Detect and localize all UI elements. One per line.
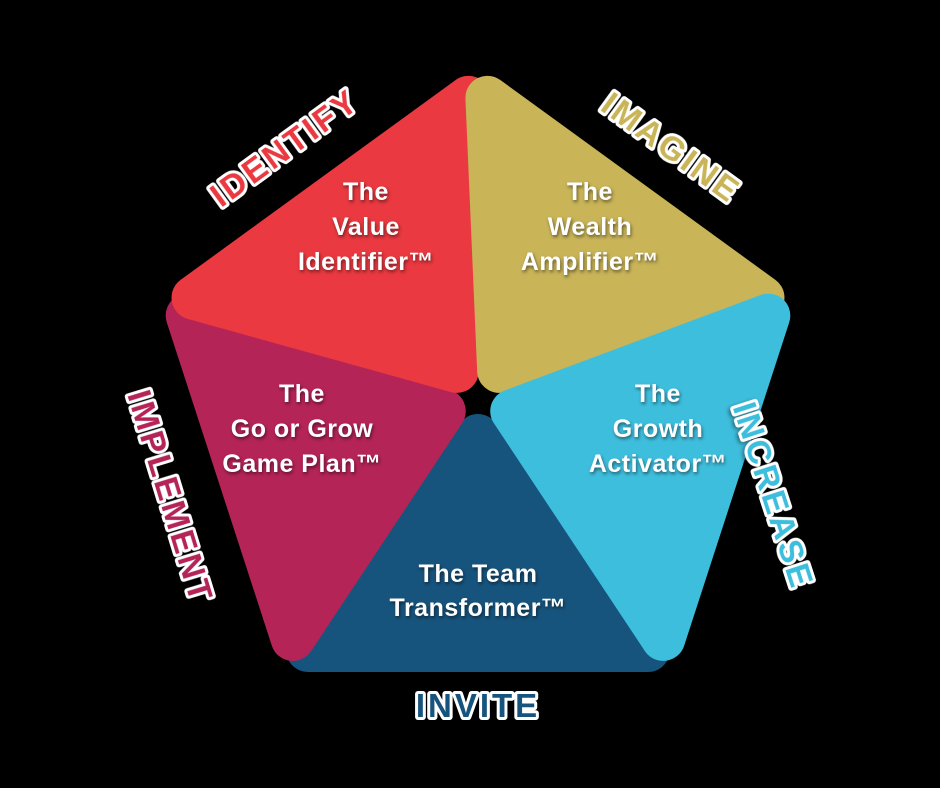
invite-triangle	[286, 414, 670, 672]
identify-card-text: The Value Identifier™	[298, 178, 434, 276]
invite-line-2: Transformer™	[390, 594, 567, 622]
imagine-line-2: Wealth	[548, 213, 633, 241]
invite-card-text: The Team Transformer™	[390, 560, 567, 622]
invite-line-1: The Team	[419, 560, 538, 588]
identify-line-3: Identifier™	[298, 248, 434, 276]
increase-triangle	[490, 293, 791, 661]
increase-line-1: The	[635, 380, 681, 408]
identify-triangle	[171, 75, 491, 393]
invite-label: INVITE	[416, 687, 540, 724]
implement-card-text: The Go or Grow Game Plan™	[222, 380, 381, 478]
identify-line-1: The	[343, 178, 389, 206]
imagine-line-3: Amplifier™	[521, 248, 659, 276]
implement-line-1: The	[279, 380, 325, 408]
implement-line-3: Game Plan™	[222, 450, 381, 478]
imagine-card-text: The Wealth Amplifier™	[521, 178, 659, 276]
increase-line-3: Activator™	[589, 450, 727, 478]
imagine-line-1: The	[567, 178, 613, 206]
imagine-triangle	[465, 75, 785, 393]
implement-triangle	[165, 293, 466, 661]
increase-line-2: Growth	[613, 415, 704, 443]
identify-line-2: Value	[332, 213, 400, 241]
increase-card-text: The Growth Activator™	[589, 380, 727, 478]
increase-label: INCREASE	[726, 398, 821, 594]
implement-line-2: Go or Grow	[231, 415, 374, 443]
